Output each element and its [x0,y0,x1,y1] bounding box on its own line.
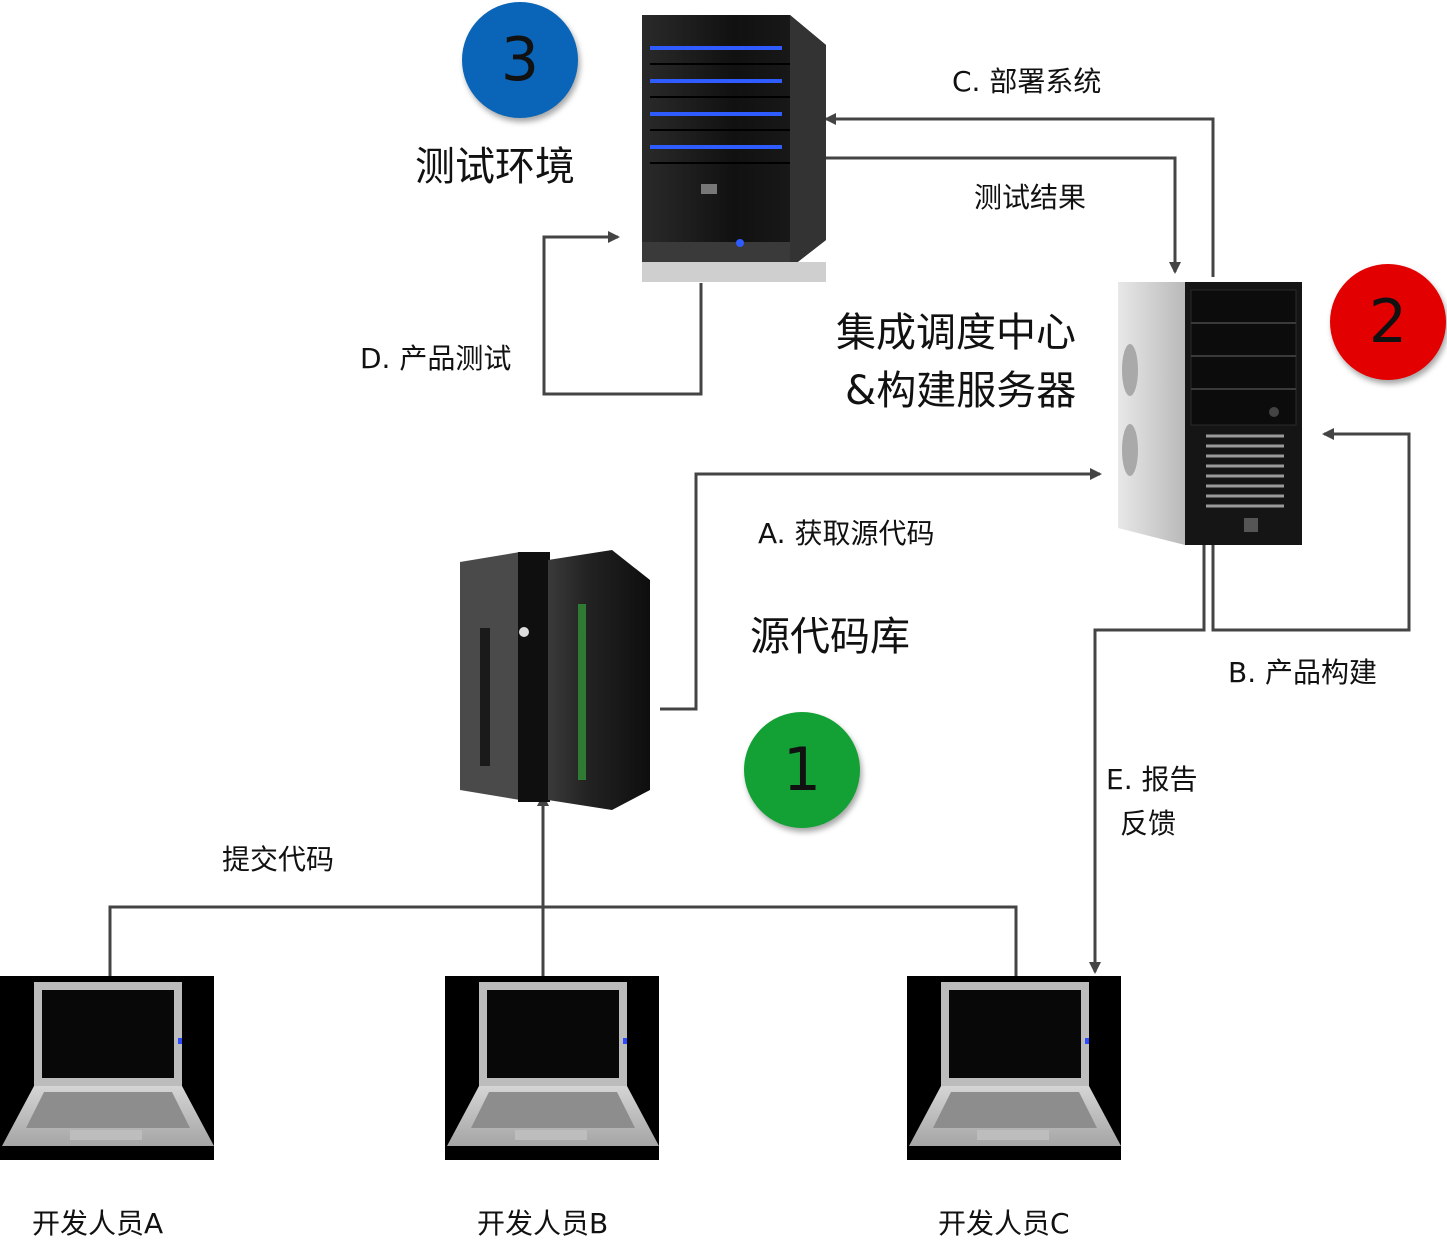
ci-server-label-line1: 集成调度中心 [836,310,1076,356]
edge-d-label: D. 产品测试 [360,342,512,375]
dev-c-label: 开发人员C [938,1207,1070,1240]
pc-tower-icon [1118,282,1302,545]
test-env-label: 测试环境 [415,144,575,190]
edge-d-product-test [542,231,703,396]
mainframe-server-icon [460,550,650,810]
badge-2: 2 [1330,264,1446,380]
dev-b-label: 开发人员B [477,1207,609,1240]
repo-label: 源代码库 [750,614,910,660]
edge-e-report [1089,545,1206,974]
dev-a-label: 开发人员A [32,1207,164,1240]
edge-c-label: C. 部署系统 [952,65,1102,98]
badge-3: 3 [462,2,578,118]
edge-a-fetch-source [660,468,1102,711]
ci-server-label-line2: &构建服务器 [845,368,1077,414]
edge-b-label: B. 产品构建 [1228,656,1378,689]
edge-b-build [1211,428,1411,632]
laptop-icon [0,976,214,1160]
laptop-icon [445,976,659,1160]
edge-c-deploy [824,113,1215,277]
laptop-icon [907,976,1121,1160]
edge-test-result [826,156,1181,274]
edge-a-label: A. 获取源代码 [758,517,935,550]
edge-test-result-label: 测试结果 [974,181,1087,214]
badge-1: 1 [744,712,860,828]
server-tower-icon [642,15,826,282]
edge-e-label-line2: 反馈 [1120,807,1177,840]
edge-commit-bus [108,905,1018,976]
edge-commit-label: 提交代码 [222,843,335,876]
edge-e-label-line1: E. 报告 [1106,763,1198,796]
